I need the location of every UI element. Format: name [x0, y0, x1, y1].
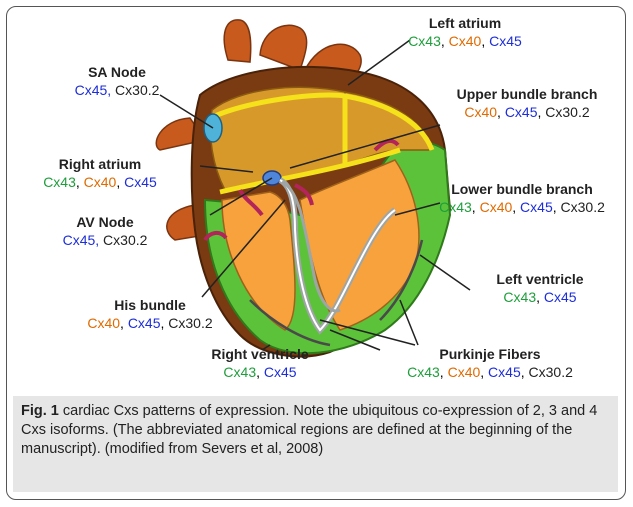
label-right-atrium: Right atrium Cx43, Cx40, Cx45 [25, 155, 175, 191]
label-sa-node: SA Node Cx45, Cx30.2 [52, 63, 182, 99]
caption-label: Fig. 1 [21, 403, 59, 419]
heart-diagram: Left atrium Cx43, Cx40, Cx45 SA Node Cx4… [0, 0, 633, 390]
caption-text: cardiac Cxs patterns of expression. Note… [21, 403, 597, 457]
label-right-ventricle: Right ventricle Cx43, Cx45 [190, 345, 330, 381]
cx40-tag: Cx40 [448, 364, 481, 380]
cx30-2-tag: Cx30.2 [529, 364, 573, 380]
cx43-tag: Cx43 [408, 33, 441, 49]
cx43-tag: Cx43 [503, 289, 536, 305]
cx45-tag: Cx45 [75, 82, 108, 98]
label-av-node: AV Node Cx45, Cx30.2 [30, 213, 180, 249]
cx43-tag: Cx43 [43, 174, 76, 190]
label-upper-bundle-branch: Upper bundle branch Cx40, Cx45, Cx30.2 [432, 85, 622, 121]
cx30-2-tag: Cx30.2 [561, 199, 605, 215]
cx43-tag: Cx43 [439, 199, 472, 215]
cx45-tag: Cx45 [63, 232, 96, 248]
aorta-vessel [224, 20, 250, 62]
cx43-tag: Cx43 [223, 364, 256, 380]
cx40-tag: Cx40 [87, 315, 120, 331]
cx45-tag: Cx45 [488, 364, 521, 380]
cx45-tag: Cx45 [489, 33, 522, 49]
cx30-2-tag: Cx30.2 [168, 315, 212, 331]
cx45-tag: Cx45 [128, 315, 161, 331]
cx43-tag: Cx43 [407, 364, 440, 380]
cx45-tag: Cx45 [505, 104, 538, 120]
label-his-bundle: His bundle Cx40, Cx45, Cx30.2 [55, 296, 245, 332]
figure-caption: Fig. 1 cardiac Cxs patterns of expressio… [13, 396, 618, 492]
cx45-tag: Cx45 [264, 364, 297, 380]
cx40-tag: Cx40 [480, 199, 513, 215]
label-purkinje-fibers: Purkinje Fibers Cx43, Cx40, Cx45, Cx30.2 [390, 345, 590, 381]
cx45-tag: Cx45 [544, 289, 577, 305]
cx45-tag: Cx45 [124, 174, 157, 190]
cx40-tag: Cx40 [84, 174, 117, 190]
cx45-tag: Cx45 [520, 199, 553, 215]
pulmonary-vessel [260, 25, 307, 70]
label-left-atrium: Left atrium Cx43, Cx40, Cx45 [400, 14, 530, 50]
cx30-2-tag: Cx30.2 [115, 82, 159, 98]
cx40-tag: Cx40 [464, 104, 497, 120]
cx30-2-tag: Cx30.2 [103, 232, 147, 248]
label-left-ventricle: Left ventricle Cx43, Cx45 [470, 270, 610, 306]
label-lower-bundle-branch: Lower bundle branch Cx43, Cx40, Cx45, Cx… [422, 180, 622, 216]
cx40-tag: Cx40 [449, 33, 482, 49]
cx30-2-tag: Cx30.2 [545, 104, 589, 120]
